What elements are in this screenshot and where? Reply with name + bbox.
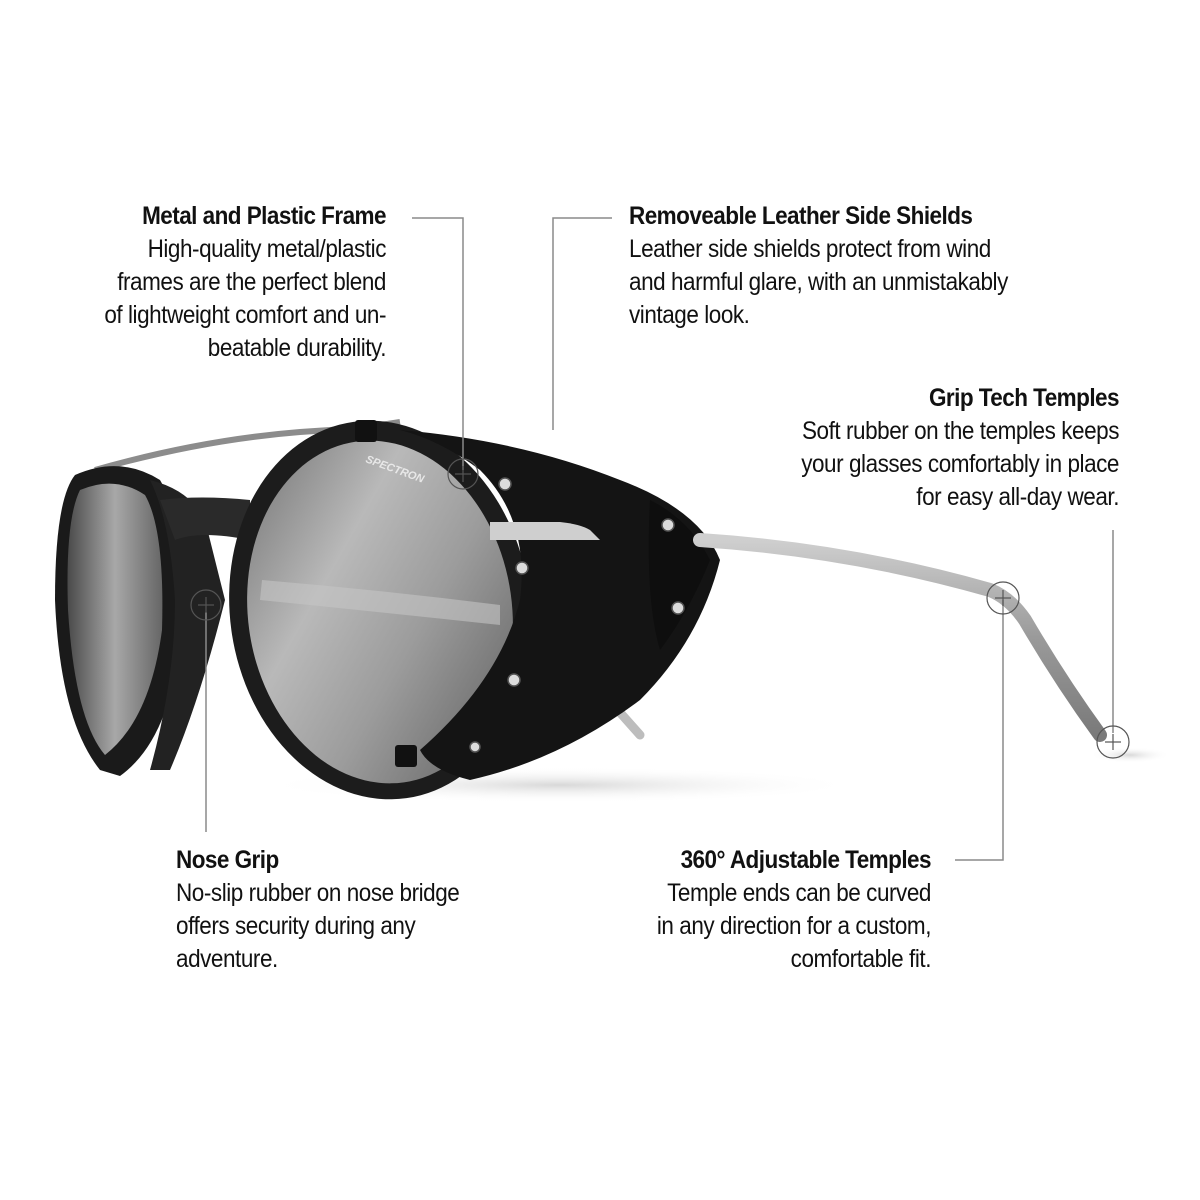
description-line: Soft rubber on the temples keeps: [801, 417, 1120, 445]
callout-description: Temple ends can be curved in any directi…: [553, 877, 932, 976]
description-line: of lightweight comfort and un-: [104, 301, 386, 329]
description-line: No-slip rubber on nose bridge: [176, 879, 460, 907]
description-line: comfortable fit.: [790, 945, 932, 973]
top-bridge-bar: [94, 419, 401, 473]
marker-adjust-temple: [986, 581, 1020, 615]
callout-markers: [190, 458, 1130, 759]
marker-frame: [447, 458, 479, 490]
marker-grip-temple: [1096, 725, 1130, 759]
temple-arm: [693, 533, 1107, 742]
callout-description: Leather side shields protect from wind a…: [629, 233, 1115, 332]
description-line: in any direction for a custom,: [656, 912, 932, 940]
callout-description: No-slip rubber on nose bridge offers sec…: [176, 877, 536, 976]
description-line: your glasses comfortably in place: [801, 450, 1119, 478]
callout-title: 360° Adjustable Temples: [680, 846, 932, 874]
description-line: adventure.: [176, 945, 278, 973]
shield-rivets: [469, 477, 685, 753]
description-line: offers security during any: [176, 912, 416, 940]
callout-title: Removeable Leather Side Shields: [629, 202, 973, 230]
description-line: vintage look.: [629, 301, 750, 329]
callout-adjustable-temples: 360° Adjustable Temples Temple ends can …: [511, 844, 932, 976]
leather-side-shield: [400, 430, 720, 780]
callout-description: High-quality metal/plastic frames are th…: [26, 233, 386, 365]
callout-description: Soft rubber on the temples keeps your gl…: [741, 415, 1119, 514]
callout-grip-tech-temples: Grip Tech Temples Soft rubber on the tem…: [699, 382, 1119, 514]
nose-bridge: [160, 497, 250, 540]
callout-metal-plastic-frame: Metal and Plastic Frame High-quality met…: [0, 200, 386, 365]
hinge-piece: [490, 522, 600, 540]
callout-leather-side-shields: Removeable Leather Side Shields Leather …: [629, 200, 1169, 332]
description-line: Temple ends can be curved: [667, 879, 931, 907]
callout-title: Nose Grip: [176, 846, 279, 874]
description-line: frames are the perfect blend: [117, 268, 386, 296]
nose-pad-leather: [150, 480, 225, 770]
callout-nose-grip: Nose Grip No-slip rubber on nose bridge …: [176, 844, 576, 976]
callout-lines: [205, 217, 1114, 861]
callout-title: Metal and Plastic Frame: [142, 202, 386, 230]
description-line: beatable durability.: [207, 334, 387, 362]
description-line: High-quality metal/plastic: [147, 235, 387, 263]
callout-title: Grip Tech Temples: [928, 384, 1120, 412]
description-line: Leather side shields protect from wind: [629, 235, 991, 263]
left-lens: [67, 483, 163, 755]
description-line: for easy all-day wear.: [916, 483, 1119, 511]
marker-nose: [190, 589, 222, 621]
description-line: and harmful glare, with an unmistakably: [629, 268, 1008, 296]
